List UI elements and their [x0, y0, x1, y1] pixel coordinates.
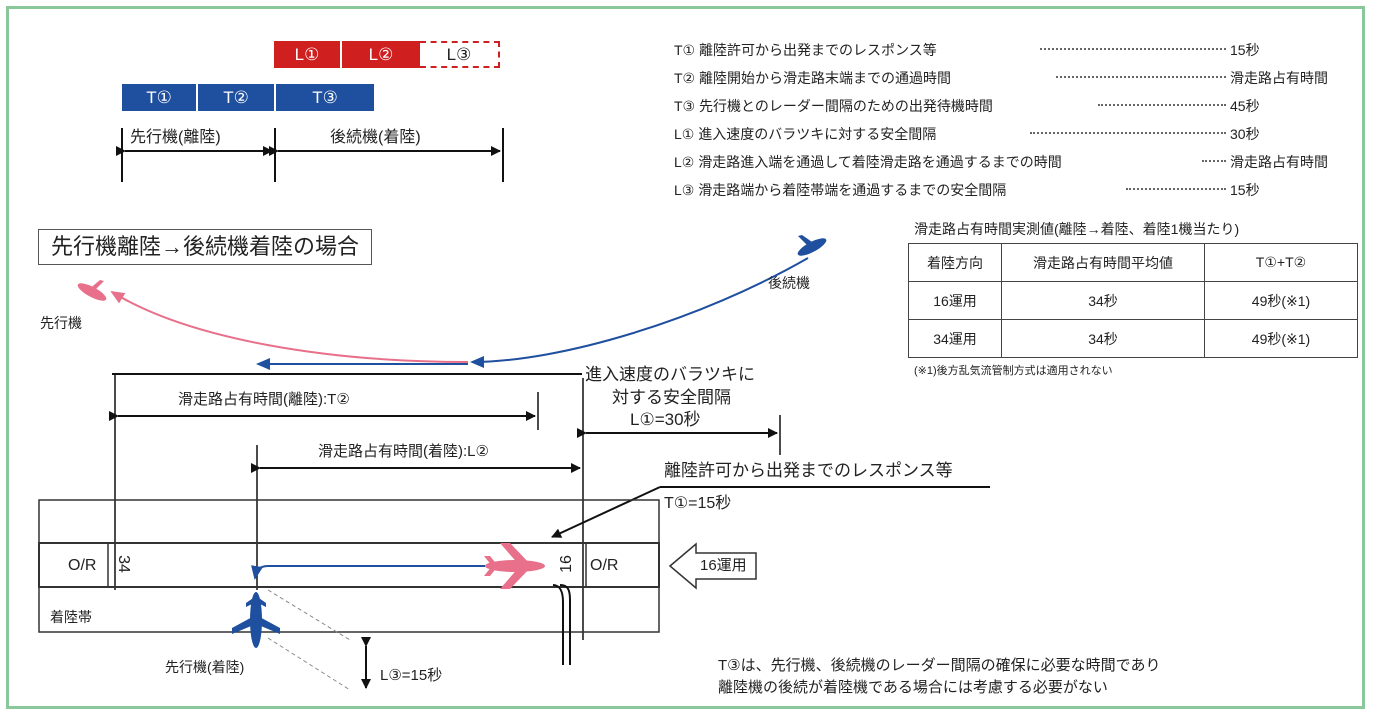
- table-cell: 34秒: [1001, 319, 1205, 358]
- table-header: 着陸方向: [908, 243, 1002, 282]
- table-header-row: 着陸方向 滑走路占有時間平均値 T①+T②: [908, 243, 1358, 282]
- approach-variance-label: 進入速度のバラツキに: [585, 365, 755, 384]
- occupancy-table: 着陸方向 滑走路占有時間平均値 T①+T② 16運用 34秒 49秒(※1) 3…: [908, 243, 1358, 358]
- following-aircraft-label: 後続機: [768, 275, 810, 291]
- ops-16-arrow: [668, 542, 757, 590]
- runway-34-marking: 34: [114, 555, 132, 573]
- note-line: 離陸機の後続が着陸機である場合には考慮する必要がない: [718, 679, 1108, 696]
- table-row: 34運用 34秒 49秒(※1): [908, 319, 1358, 358]
- table-cell: 34運用: [908, 319, 1002, 358]
- legend-item: T② 離陸開始から滑走路末端までの通過時間滑走路占有時間: [674, 70, 1328, 86]
- response-label: 離陸許可から出発までのレスポンス等: [664, 461, 953, 480]
- occupancy-takeoff-label: 滑走路占有時間(離陸):T②: [178, 391, 350, 408]
- runway-16-marking: 16: [557, 555, 575, 573]
- phase-following: 後続機(着陸): [330, 129, 421, 146]
- landing-strip-label: 着陸帯: [50, 609, 92, 625]
- takeoff-path: [110, 290, 469, 363]
- leading-aircraft-icon: [77, 280, 107, 301]
- bar-l2: L②: [340, 41, 420, 68]
- leading-aircraft-label: 先行機: [40, 315, 82, 331]
- table-row: 16運用 34秒 49秒(※1): [908, 281, 1358, 320]
- phase-leading: 先行機(離陸): [130, 129, 221, 146]
- table-header: T①+T②: [1204, 243, 1358, 282]
- table-caption: 滑走路占有時間実測値(離陸→着陸、着陸1機当たり): [914, 221, 1240, 237]
- approach-variance-value: L①=30秒: [630, 410, 701, 429]
- response-value: T①=15秒: [664, 495, 732, 512]
- phase-brackets: [116, 128, 504, 182]
- overrun-right: O/R: [590, 557, 619, 574]
- l3-value: L③=15秒: [380, 667, 443, 684]
- bar-t1: T①: [122, 84, 196, 111]
- legend-item: L② 滑走路進入端を通過して着陸滑走路を通過するまでの時間滑走路占有時間: [674, 154, 1328, 170]
- approach-variance-label: 対する安全間隔: [612, 388, 731, 407]
- table-cell: 16運用: [908, 281, 1002, 320]
- scenario-title: 先行機離陸→後続機着陸の場合: [38, 229, 373, 265]
- leading-landing-label: 先行機(着陸): [165, 659, 245, 675]
- landing-path: [470, 257, 809, 368]
- figure-frame: [6, 6, 1365, 709]
- runway-takeoff-aircraft-icon: [484, 543, 545, 589]
- bar-l1: L①: [274, 41, 340, 68]
- bar-t2: T②: [196, 84, 274, 111]
- table-cell: 34秒: [1001, 281, 1205, 320]
- table-cell: 49秒(※1): [1204, 319, 1358, 358]
- landing-aircraft-icon: [232, 592, 280, 648]
- occupancy-landing-label: 滑走路占有時間(着陸):L②: [318, 443, 489, 460]
- table-cell: 49秒(※1): [1204, 281, 1358, 320]
- overrun-left: O/R: [68, 557, 97, 574]
- bar-l3: L③: [420, 41, 500, 68]
- following-aircraft-icon: [797, 235, 827, 256]
- note-line: T③は、先行機、後続機のレーダー間隔の確保に必要な時間であり: [718, 657, 1161, 674]
- bar-t3: T③: [274, 84, 374, 111]
- runway-area: [38, 499, 660, 633]
- table-header: 滑走路占有時間平均値: [1001, 243, 1205, 282]
- table-note: (※1)後方乱気流管制方式は適用されない: [914, 365, 1113, 377]
- ops-16-label: 16運用: [700, 557, 747, 574]
